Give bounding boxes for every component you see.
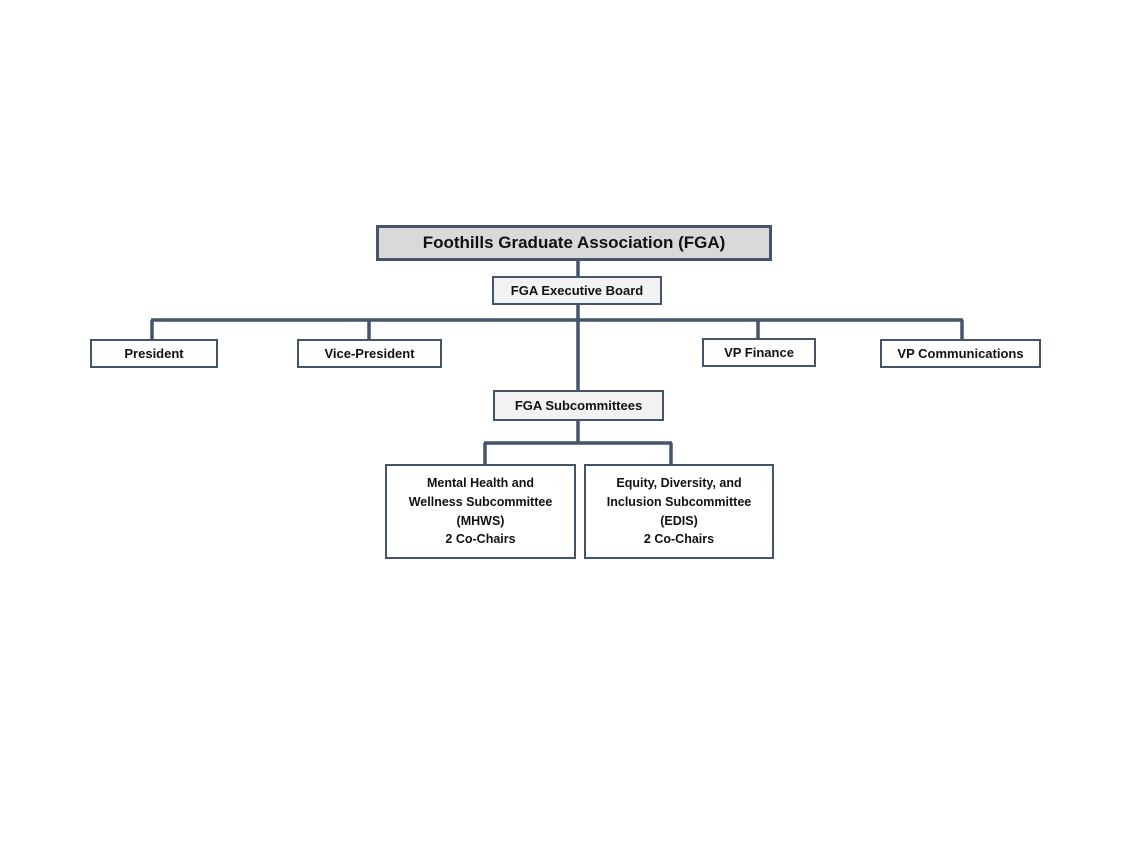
- edis-line-3: (EDIS): [660, 513, 698, 528]
- president-node: President: [90, 339, 218, 368]
- vp-communications-node: VP Communications: [880, 339, 1041, 368]
- subcommittees-node: FGA Subcommittees: [493, 390, 664, 421]
- edis-line-2: Inclusion Subcommittee: [606, 494, 752, 509]
- edis-line-4: 2 Co-Chairs: [643, 532, 715, 547]
- executive-board-node: FGA Executive Board: [492, 276, 662, 305]
- mhws-line-3: (MHWS): [456, 513, 505, 528]
- vice-president-node: Vice-President: [297, 339, 442, 368]
- mhws-subcommittee-node: Mental Health and Wellness Subcommittee …: [385, 464, 576, 559]
- edis-subcommittee-node: Equity, Diversity, and Inclusion Subcomm…: [584, 464, 774, 559]
- mhws-line-2: Wellness Subcommittee: [408, 494, 553, 509]
- vp-finance-node: VP Finance: [702, 338, 816, 367]
- mhws-line-1: Mental Health and: [427, 476, 534, 490]
- mhws-line-4: 2 Co-Chairs: [445, 532, 516, 547]
- root-node: Foothills Graduate Association (FGA): [376, 225, 772, 261]
- edis-line-1: Equity, Diversity, and: [616, 476, 742, 490]
